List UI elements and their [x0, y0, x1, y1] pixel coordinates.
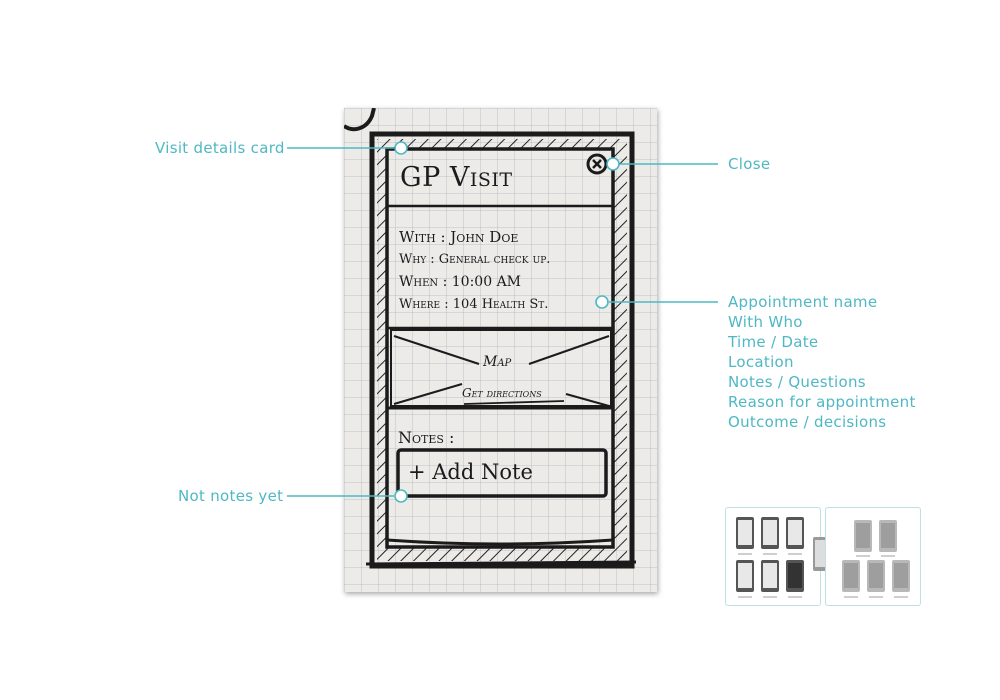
thumb-phone — [786, 517, 804, 549]
sketch-drawing — [344, 108, 637, 569]
map-box — [390, 329, 612, 407]
close-annotation: Close — [728, 155, 771, 173]
thumb-phone — [867, 560, 885, 592]
details-item-reason: Reason for appointment — [728, 393, 916, 411]
sketch-map-label: Map — [483, 354, 512, 370]
thumb-phone — [842, 560, 860, 592]
thumb-phone — [761, 517, 779, 549]
sketch-title: GP Visit — [400, 162, 513, 193]
visit-card-outline — [385, 147, 615, 549]
details-annotation-list: Appointment name With Who Time / Date Lo… — [728, 292, 916, 432]
close-circle — [586, 153, 608, 175]
thumb-phone — [761, 560, 779, 592]
wireframe-sketch-photo: GP Visit x With : John Doe Why : General… — [344, 108, 657, 592]
sketch-notes-label: Notes : — [398, 428, 455, 447]
thumb-phone — [786, 560, 804, 592]
sketch-when-line: When : 10:00 AM — [399, 274, 522, 290]
phone-outer-frame — [369, 131, 635, 569]
screen-flow-thumbnail-a — [725, 507, 821, 606]
thumb-phone — [736, 517, 754, 549]
thumb-phone — [736, 560, 754, 592]
details-item-time-date: Time / Date — [728, 333, 819, 351]
not-notes-annotation: Not notes yet — [178, 487, 284, 505]
thumb-phone — [879, 520, 897, 552]
sketch-add-note-button: + Add Note — [408, 460, 533, 484]
sketch-with-line: With : John Doe — [399, 228, 519, 246]
sketch-where-line: Where : 104 Health St. — [399, 297, 549, 312]
corner-mark — [344, 108, 376, 132]
details-item-appointment-name: Appointment name — [728, 293, 878, 311]
details-item-with-who: With Who — [728, 313, 803, 331]
visit-details-annotation: Visit details card — [155, 139, 285, 157]
details-item-outcome: Outcome / decisions — [728, 413, 887, 431]
sketch-why-line: Why : General check up. — [399, 252, 551, 267]
details-item-notes-questions: Notes / Questions — [728, 373, 866, 391]
add-note-box — [396, 448, 608, 498]
screen-flow-thumbnail-b — [825, 507, 921, 606]
sketch-directions-label: Get directions — [462, 386, 542, 400]
thumb-phone — [854, 520, 872, 552]
details-item-location: Location — [728, 353, 794, 371]
thumb-phone — [892, 560, 910, 592]
